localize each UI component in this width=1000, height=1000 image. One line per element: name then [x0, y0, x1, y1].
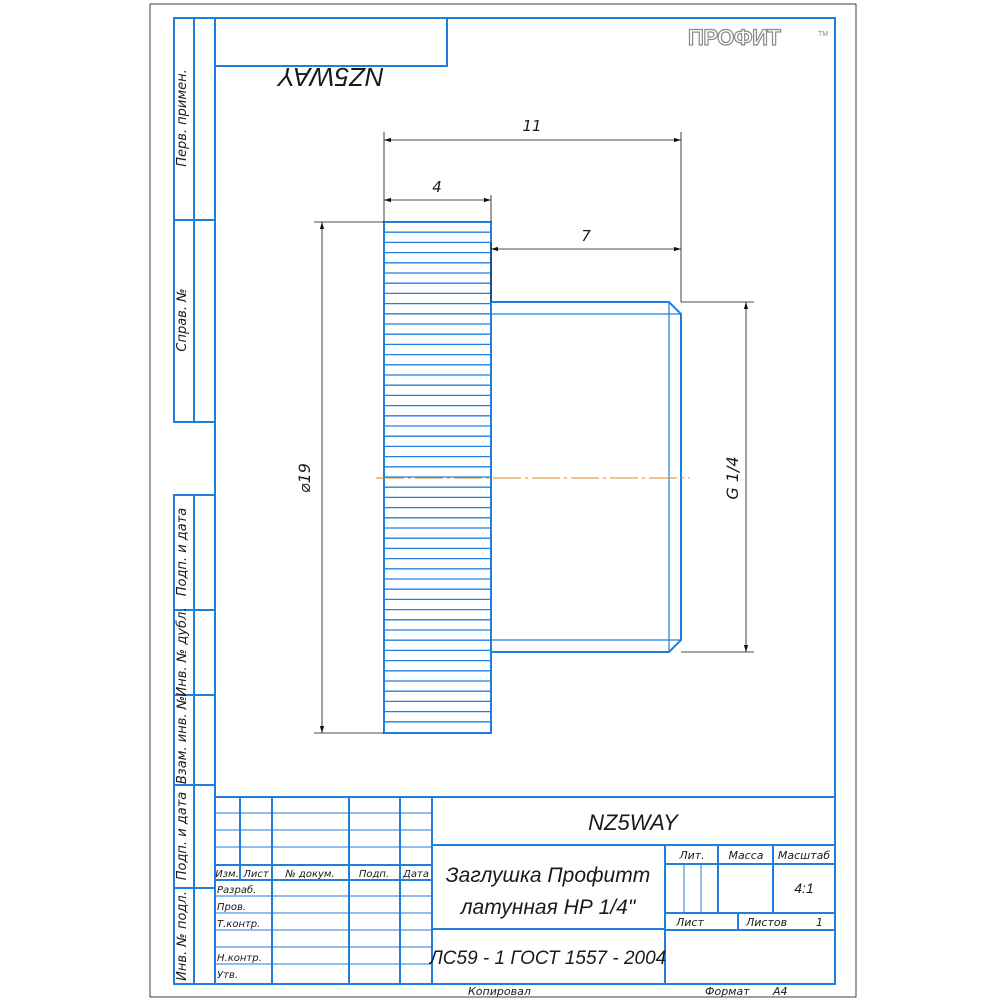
dim-flange-width: 4 [432, 178, 442, 196]
kopiroval: Копировал [468, 985, 531, 998]
row-tkontr: Т.контр. [217, 919, 260, 930]
massa-label: Масса [728, 849, 763, 862]
left-margin-strip [173, 17, 216, 985]
material: ЛС59 - 1 ГОСТ 1557 - 2004 [428, 948, 667, 969]
row-nkontr: Н.контр. [217, 953, 262, 964]
margin-labels: Перв. примен. Справ. № Подп. и дата Инв.… [175, 69, 190, 981]
label-perv-primen: Перв. примен. [175, 69, 190, 167]
lit-label: Лит. [678, 849, 704, 862]
label-sprav-no: Справ. № [175, 288, 190, 351]
stamp-top-text: NZ5WAY [276, 62, 384, 92]
list-label: Лист [675, 916, 704, 929]
dim-overall-length: 11 [522, 117, 541, 135]
format-value: A4 [772, 985, 788, 998]
label-vzam-inv-no: Взам. инв. № [175, 696, 190, 784]
part-name-line1: Заглушка Профитт [446, 864, 650, 887]
shank-outline [491, 301, 682, 653]
logo-text: ПРОФИТ [688, 25, 781, 50]
row-razrab: Разраб. [217, 884, 256, 896]
label-inv-no-podl: Инв. № подл. [175, 891, 190, 981]
knurl-lines [384, 231, 491, 723]
part-drawing [376, 221, 690, 734]
dim-thread: G 1/4 [723, 456, 742, 499]
col-doc-no: № докум. [284, 869, 334, 880]
col-list: Лист [242, 869, 270, 880]
listov-label: Листов [745, 916, 787, 929]
col-izm: Изм. [215, 869, 239, 880]
label-podp-i-data-1: Подп. и дата [175, 508, 190, 597]
top-stamp: NZ5WAY [214, 17, 448, 92]
col-data: Дата [402, 869, 429, 880]
row-prov: Пров. [217, 902, 246, 913]
scale-value: 4:1 [794, 880, 813, 896]
dim-diameter: ⌀19 [295, 463, 314, 493]
label-podp-i-data-2: Подп. и дата [175, 792, 190, 881]
part-name-line2: латунная НР 1/4" [460, 896, 637, 919]
title-block-thin-lines [215, 812, 702, 965]
label-inv-no-dubl: Инв. № дубл. [175, 608, 190, 697]
logo-tm: TM [818, 31, 828, 38]
dimensions: 11 4 7 ⌀19 G 1/4 [295, 117, 754, 734]
format-label: Формат [705, 985, 750, 998]
profit-logo: ПРОФИТ TM [687, 24, 828, 50]
masshtab-label: Масштаб [778, 849, 830, 862]
row-utv: Утв. [217, 970, 238, 981]
dim-thread-length: 7 [581, 227, 591, 245]
title-block-text: NZ5WAY Изм. Лист № докум. Подп. Дата Раз… [215, 810, 830, 981]
col-podp: Подп. [359, 869, 389, 880]
designation: NZ5WAY [588, 810, 679, 835]
listov-value: 1 [816, 916, 823, 929]
title-block [215, 796, 835, 984]
footer: Копировал Формат A4 [468, 985, 788, 998]
